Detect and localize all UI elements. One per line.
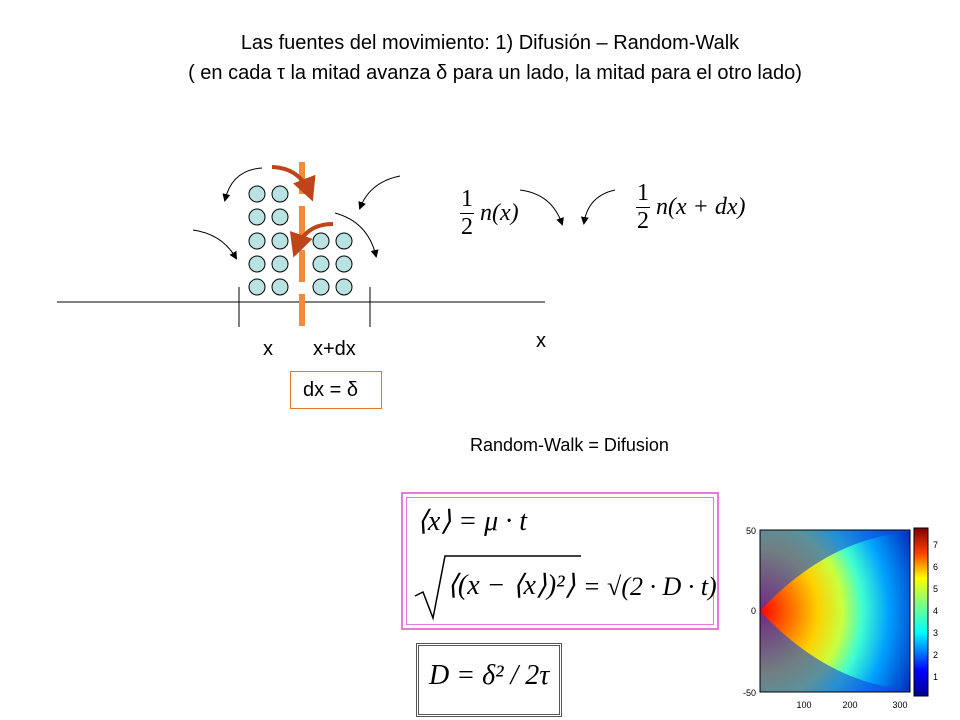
n-xdx-body: n(x + dx) [656, 194, 746, 220]
formula-half-n-x: 1 2 n(x) [460, 186, 519, 241]
y-tick-0: 0 [751, 606, 756, 616]
diffusion-heatmap: 50 0 -50 100 200 300 7 6 5 4 3 2 1 [743, 526, 938, 710]
colorbar [913, 527, 929, 697]
sqrt-symbol [414, 555, 581, 621]
frac-den: 2 [461, 214, 473, 240]
flux-arrow-right [271, 165, 316, 202]
cbar-tick-1: 1 [933, 672, 938, 682]
formula-box-inner [406, 497, 714, 625]
x-tick-200: 200 [842, 700, 857, 710]
cbar-tick-7: 7 [933, 540, 938, 550]
y-tick-50: 50 [746, 526, 756, 536]
label-x-dx: x+dx [313, 338, 356, 360]
cbar-tick-6: 6 [933, 562, 938, 572]
y-tick-neg50: -50 [743, 688, 756, 698]
heatmap-frame [759, 529, 911, 693]
slide-title-line2: ( en cada τ la mitad avanza δ para un la… [188, 62, 802, 84]
arrow-left-out [222, 167, 263, 202]
rms-rhs: = √(2 · D · t) [583, 572, 717, 601]
cbar-tick-5: 5 [933, 584, 938, 594]
cbar-tick-2: 2 [933, 650, 938, 660]
x-tick-100: 100 [796, 700, 811, 710]
frac-den: 2 [637, 208, 649, 234]
dx-equals-delta-box: dx = δ [290, 371, 382, 409]
particles [248, 185, 353, 296]
x-tick-300: 300 [892, 700, 907, 710]
rms-lhs: ⟨(x − ⟨x⟩)²⟩ [447, 570, 576, 601]
formula-half-n-xdx: 1 2 n(x + dx) [636, 180, 745, 235]
arrow-to-n-xdx [580, 189, 616, 225]
cbar-tick-3: 3 [933, 628, 938, 638]
frac-num: 1 [637, 180, 649, 206]
arrow-to-n-x [519, 189, 564, 226]
mean-x-formula: ⟨x⟩ = μ · t [417, 506, 528, 537]
frac-bar [460, 213, 474, 214]
label-x: x [263, 338, 273, 360]
diffusion-coefficient-box: D = δ² / 2τ [416, 643, 562, 717]
formula-box-moments: ⟨x⟩ = μ · t ⟨(x − ⟨x⟩)²⟩ = √(2 · D · t) [401, 492, 719, 630]
n-x-body: n(x) [480, 200, 519, 226]
random-walk-relation: Random-Walk = Difusion [470, 435, 669, 455]
arrow-left-in [192, 229, 238, 260]
diffusion-coefficient-formula: D = δ² / 2τ [429, 660, 550, 691]
arrow-right-out [334, 212, 379, 258]
cbar-tick-4: 4 [933, 606, 938, 616]
slide-title-line1: Las fuentes del movimiento: 1) Difusión … [240, 32, 740, 54]
flux-arrow-left [289, 222, 334, 258]
frac-bar [636, 207, 650, 208]
frac-num: 1 [461, 186, 473, 212]
arrow-right-in [358, 175, 401, 210]
axis-label-x: x [536, 330, 546, 352]
